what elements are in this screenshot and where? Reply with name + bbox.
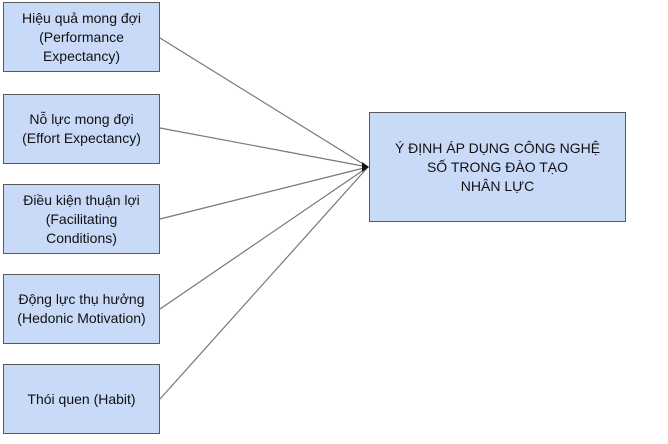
factor-box-performance-expectancy: Hiệu quả mong đợi (Performance Expectanc…	[3, 2, 160, 72]
factor-label: Hiệu quả mong đợi (Performance Expectanc…	[22, 9, 141, 64]
connector-line-facilitating	[159, 166, 369, 220]
factor-box-facilitating-conditions: Điều kiện thuận lợi (Facilitating Condit…	[3, 184, 160, 254]
connector-line-habit	[159, 166, 369, 400]
factor-label: Điều kiện thuận lợi (Facilitating Condit…	[23, 191, 140, 246]
factor-box-habit: Thói quen (Habit)	[3, 364, 160, 434]
factor-label: Thói quen (Habit)	[27, 390, 136, 407]
connector-line-performance	[159, 37, 369, 168]
factor-box-effort-expectancy: Nỗ lực mong đợi (Effort Expectancy)	[3, 94, 160, 164]
target-box-adoption-intention: Ý ĐỊNH ÁP DỤNG CÔNG NGHỆ SỐ TRONG ĐÀO TẠ…	[369, 112, 626, 222]
target-label: Ý ĐỊNH ÁP DỤNG CÔNG NGHỆ SỐ TRONG ĐÀO TẠ…	[394, 139, 601, 194]
factor-box-hedonic-motivation: Động lực thụ hưởng (Hedonic Motivation)	[3, 274, 160, 344]
factor-label: Nỗ lực mong đợi (Effort Expectancy)	[22, 111, 141, 146]
arrowhead-icon	[362, 162, 369, 172]
connector-line-effort	[159, 127, 369, 168]
connector-line-hedonic	[159, 166, 369, 310]
factor-label: Động lực thụ hưởng (Hedonic Motivation)	[17, 291, 146, 326]
